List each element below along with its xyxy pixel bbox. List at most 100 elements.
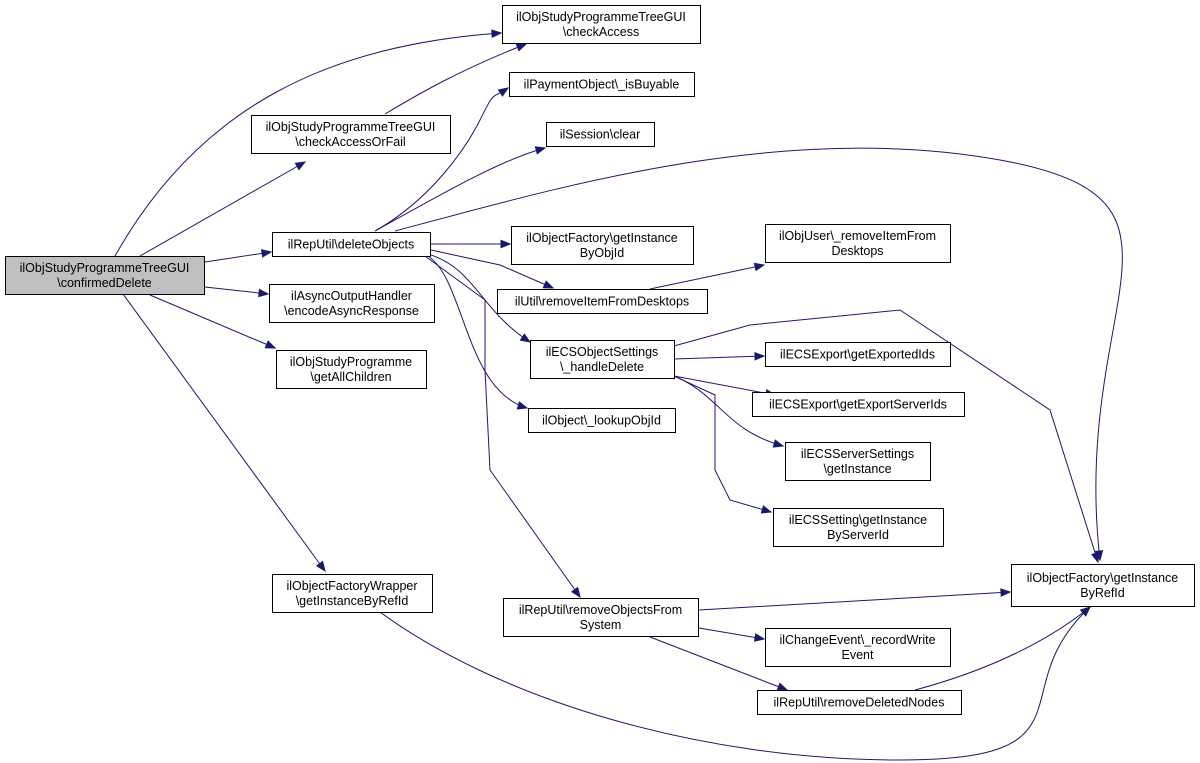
node-label: ilObjectFactoryWrapper: [286, 579, 417, 593]
node-removeDeletedNodes[interactable]: ilRepUtil\removeDeletedNodes: [757, 690, 962, 715]
node-removeItemFromDesktops[interactable]: ilUtil\removeItemFromDesktops: [497, 289, 708, 314]
arrowhead-icon: [570, 586, 581, 599]
edge-line: [427, 255, 528, 409]
edge-deleteObjects-to-removeItemFromDesktops: [430, 249, 555, 289]
node-getInstanceByRefId[interactable]: ilObjectFactory\getInstanceByRefId: [1011, 564, 1195, 607]
node-box[interactable]: [528, 408, 676, 433]
edge-root-to-checkAccess: [114, 29, 503, 257]
node-encodeAsync[interactable]: ilAsyncOutputHandler\encodeAsyncResponse: [269, 284, 435, 323]
node-box[interactable]: [546, 122, 655, 147]
node-box[interactable]: [765, 342, 951, 367]
edge-line: [379, 606, 1091, 761]
edge-line: [673, 309, 1099, 563]
edge-deleteObjects-to-getInstanceByObjId: [431, 239, 512, 249]
edge-handleDelete-to-ecsServerSettings: [673, 375, 785, 448]
edge-line: [430, 249, 554, 289]
edge-line: [149, 294, 276, 349]
node-box[interactable]: [276, 350, 427, 389]
edge-removeItemFromDesktops-to-removeItemFromDesktopsUser: [649, 262, 766, 290]
arrowhead-icon: [294, 161, 307, 171]
edge-line: [394, 147, 1123, 561]
node-removeItemFromDesktopsUser[interactable]: ilObjUser\_removeItemFromDesktops: [765, 224, 951, 263]
edge-root-to-checkAccessOrFail: [139, 161, 307, 257]
node-checkAccessOrFail[interactable]: ilObjStudyProgrammeTreeGUI\checkAccessOr…: [251, 115, 451, 154]
arrowhead-icon: [1000, 588, 1012, 597]
edge-line: [673, 355, 765, 360]
node-getExportedIds[interactable]: ilECSExport\getExportedIds: [765, 342, 951, 367]
arrowhead-icon: [753, 633, 766, 642]
node-label: ilObjectFactory\getInstance: [1027, 571, 1179, 585]
node-label: \_handleDelete: [560, 360, 644, 374]
edge-deleteObjects-to-handleDelete: [427, 253, 532, 343]
node-checkAccess[interactable]: ilObjStudyProgrammeTreeGUI\checkAccess: [502, 5, 701, 44]
nodes-layer: ilObjStudyProgrammeTreeGUI\confirmedDele…: [5, 5, 1195, 715]
arrowhead-icon: [258, 288, 270, 298]
edge-root-to-factoryWrapper: [122, 293, 326, 573]
node-box[interactable]: [757, 690, 962, 715]
arrowhead-icon: [315, 560, 326, 573]
node-box[interactable]: [272, 232, 431, 257]
node-box[interactable]: [251, 115, 451, 154]
node-handleDelete[interactable]: ilECSObjectSettings\_handleDelete: [530, 340, 675, 379]
edge-deleteObjects-to-lookupObjId: [427, 255, 529, 410]
node-box[interactable]: [5, 256, 205, 295]
arrowhead-icon: [497, 87, 510, 97]
node-label: Desktops: [831, 244, 883, 258]
node-label: ilRepUtil\deleteObjects: [288, 238, 414, 252]
node-isBuyable[interactable]: ilPaymentObject\_isBuyable: [509, 72, 695, 97]
edge-line: [649, 264, 765, 290]
node-box[interactable]: [765, 224, 951, 263]
node-box[interactable]: [269, 284, 435, 323]
node-getAllChildren[interactable]: ilObjStudyProgramme\getAllChildren: [276, 350, 427, 389]
node-box[interactable]: [785, 442, 931, 481]
edge-line: [374, 87, 509, 232]
arrowhead-icon: [753, 262, 766, 272]
node-lookupObjId[interactable]: ilObject\_lookupObjId: [528, 408, 676, 433]
node-label: ByServerId: [827, 528, 889, 542]
node-getExportServerIds[interactable]: ilECSExport\getExportServerIds: [752, 392, 965, 417]
node-box[interactable]: [752, 392, 965, 417]
arrowhead-icon: [260, 249, 273, 258]
node-box[interactable]: [530, 340, 675, 379]
edge-line: [424, 255, 581, 598]
node-label: \confirmedDelete: [57, 276, 152, 290]
node-box[interactable]: [497, 289, 708, 314]
arrowhead-icon: [500, 239, 512, 249]
arrowhead-icon: [760, 505, 773, 514]
node-label: ilObjectFactory\getInstance: [526, 231, 678, 245]
edge-line: [122, 293, 326, 572]
node-box[interactable]: [765, 628, 951, 667]
node-ecsServerSettings[interactable]: ilECSServerSettings\getInstance: [785, 442, 931, 481]
node-root[interactable]: ilObjStudyProgrammeTreeGUI\confirmedDele…: [5, 256, 205, 295]
node-box[interactable]: [502, 5, 701, 44]
node-label: ilECSExport\getExportedIds: [780, 348, 935, 362]
edge-root-to-encodeAsync: [204, 286, 270, 298]
arrowhead-icon: [516, 401, 529, 410]
node-box[interactable]: [509, 72, 695, 97]
node-label: ilRepUtil\removeDeletedNodes: [774, 696, 945, 710]
node-label: ilSession\clear: [560, 128, 641, 142]
edge-root-to-getAllChildren: [149, 294, 277, 349]
node-label: ilObjStudyProgramme: [290, 355, 412, 369]
edge-line: [673, 375, 784, 447]
node-label: ilUtil\removeItemFromDesktops: [515, 295, 689, 309]
node-box[interactable]: [1011, 564, 1195, 607]
node-box[interactable]: [272, 574, 433, 613]
edge-line: [204, 286, 269, 295]
edge-handleDelete-to-getExportedIds: [673, 351, 766, 361]
node-box[interactable]: [773, 508, 944, 547]
node-box[interactable]: [511, 226, 694, 265]
edge-line: [698, 591, 1011, 611]
arrowhead-icon: [519, 333, 532, 343]
node-box[interactable]: [503, 598, 699, 637]
node-factoryWrapper[interactable]: ilObjectFactoryWrapper\getInstanceByRefI…: [272, 574, 433, 613]
node-sessionClear[interactable]: ilSession\clear: [546, 122, 655, 147]
node-deleteObjects[interactable]: ilRepUtil\deleteObjects: [272, 232, 431, 257]
edge-removeObjectsFromSystem-to-getInstanceByRefId: [698, 588, 1012, 611]
node-label: ilObjUser\_removeItemFrom: [779, 229, 936, 243]
